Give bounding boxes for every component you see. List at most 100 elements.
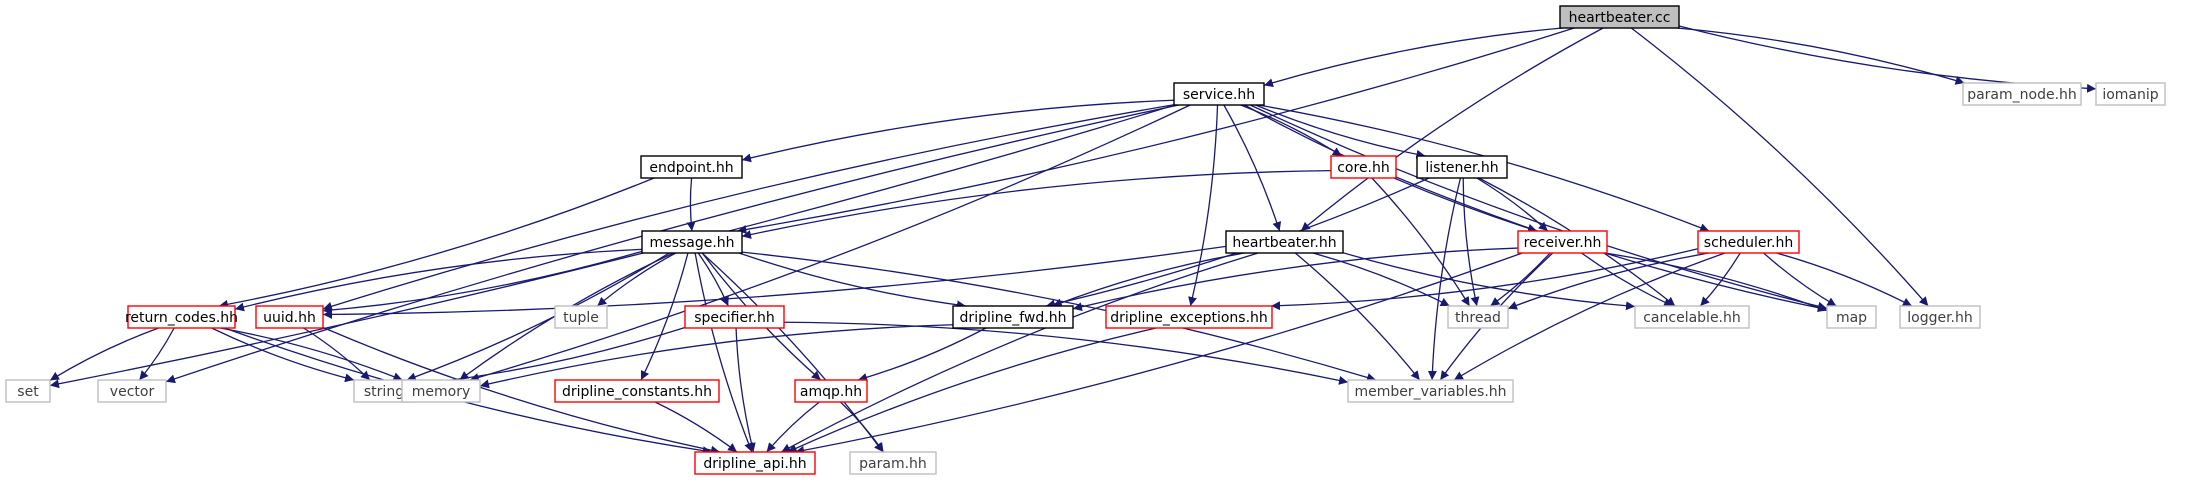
edge-message-to-dripline_constants bbox=[640, 252, 689, 381]
edge-line bbox=[49, 327, 159, 381]
node-box bbox=[1173, 82, 1265, 106]
edge-line bbox=[322, 326, 721, 455]
node-service[interactable]: service.hh bbox=[1173, 82, 1265, 106]
node-vector: vector bbox=[97, 379, 167, 403]
edge-core-to-message bbox=[741, 169, 1332, 239]
node-label: uuid.hh bbox=[263, 310, 316, 326]
edges-layer bbox=[49, 25, 2097, 456]
edge-line bbox=[234, 248, 643, 312]
node-box bbox=[1447, 305, 1509, 329]
node-label: logger.hh bbox=[1907, 310, 1973, 326]
edge-line bbox=[1490, 252, 1551, 307]
edge-heartbeater_hh-to-dripline_fwd bbox=[1052, 252, 1245, 307]
node-label: member_variables.hh bbox=[1354, 384, 1506, 400]
edge-line bbox=[322, 104, 1175, 311]
edge-line bbox=[737, 27, 1575, 234]
edge-return_codes-to-string bbox=[211, 327, 355, 383]
edge-dripline_exceptions-to-dripline_api bbox=[787, 327, 1157, 453]
edge-message-to-uuid bbox=[322, 250, 643, 315]
edge-line bbox=[795, 252, 1523, 455]
edge-message-to-string bbox=[406, 252, 670, 382]
edge-line bbox=[1072, 247, 1519, 312]
edge-line bbox=[857, 327, 987, 382]
edge-line bbox=[1188, 104, 1219, 307]
edge-listener-to-member_variables bbox=[1427, 177, 1462, 381]
node-uuid[interactable]: uuid.hh bbox=[255, 305, 324, 329]
edge-line bbox=[1462, 177, 1480, 307]
node-endpoint[interactable]: endpoint.hh bbox=[640, 155, 743, 179]
node-box bbox=[401, 379, 481, 403]
node-dripline-constants[interactable]: dripline_constants.hh bbox=[554, 379, 720, 403]
node-return-codes[interactable]: return_codes.hh bbox=[125, 305, 238, 329]
edge-service-to-endpoint bbox=[741, 99, 1175, 163]
node-box bbox=[554, 379, 720, 403]
node-message[interactable]: message.hh bbox=[641, 230, 743, 254]
edge-dripline_fwd-to-amqp bbox=[857, 327, 987, 382]
node-dripline-exceptions[interactable]: dripline_exceptions.hh bbox=[1105, 305, 1273, 329]
edge-line bbox=[1630, 27, 1929, 307]
node-param-node: param_node.hh bbox=[1962, 82, 2082, 106]
edge-line bbox=[1342, 252, 1636, 311]
node-box bbox=[694, 451, 816, 475]
node-core[interactable]: core.hh bbox=[1330, 155, 1397, 179]
node-label: tuple bbox=[563, 310, 599, 326]
edge-heartbeater_hh-to-thread bbox=[1312, 252, 1450, 307]
edge-specifier-to-dripline_api bbox=[735, 327, 756, 453]
edge-line bbox=[211, 327, 355, 383]
node-iomanip: iomanip bbox=[2095, 82, 2166, 106]
node-receiver[interactable]: receiver.hh bbox=[1517, 230, 1608, 254]
node-box bbox=[952, 305, 1074, 329]
edge-heartbeater_cc-to-heartbeater_hh bbox=[1300, 27, 1604, 232]
node-box bbox=[640, 155, 743, 179]
node-label: heartbeater.cc bbox=[1569, 10, 1671, 26]
edge-core-to-thread bbox=[1371, 177, 1471, 307]
edge-receiver-to-dripline_fwd bbox=[1072, 247, 1519, 312]
edge-line bbox=[322, 245, 1227, 319]
node-map: map bbox=[1826, 305, 1877, 329]
edge-line bbox=[738, 252, 967, 310]
node-box bbox=[1826, 305, 1877, 329]
edge-heartbeater_cc-to-service bbox=[1263, 27, 1563, 88]
node-label: vector bbox=[110, 384, 155, 400]
node-label: dripline_constants.hh bbox=[562, 384, 712, 400]
node-listener[interactable]: listener.hh bbox=[1416, 155, 1508, 179]
edge-line bbox=[741, 169, 1332, 239]
edge-heartbeater_hh-to-uuid bbox=[322, 245, 1227, 319]
node-box bbox=[554, 305, 608, 329]
edge-heartbeater_hh-to-dripline_api bbox=[781, 252, 1259, 453]
node-amqp[interactable]: amqp.hh bbox=[794, 379, 868, 403]
edge-scheduler-to-dripline_exceptions bbox=[1271, 248, 1699, 311]
edge-line bbox=[1427, 177, 1462, 381]
edge-line bbox=[783, 321, 1349, 385]
node-label: param_node.hh bbox=[1967, 87, 2077, 103]
edge-message-to-dripline_fwd bbox=[738, 252, 967, 310]
edge-scheduler-to-thread bbox=[1507, 252, 1709, 310]
edge-line bbox=[1300, 27, 1604, 232]
node-scheduler[interactable]: scheduler.hh bbox=[1697, 230, 1800, 254]
node-label: receiver.hh bbox=[1524, 235, 1602, 251]
node-box bbox=[5, 379, 51, 403]
node-box bbox=[1559, 5, 1680, 29]
node-heartbeater-hh[interactable]: heartbeater.hh bbox=[1225, 230, 1344, 254]
node-dripline-fwd[interactable]: dripline_fwd.hh bbox=[952, 305, 1074, 329]
node-string: string bbox=[353, 379, 415, 403]
edge-line bbox=[219, 327, 403, 381]
node-specifier[interactable]: specifier.hh bbox=[684, 305, 785, 329]
node-heartbeater-cc[interactable]: heartbeater.cc bbox=[1559, 5, 1680, 29]
edge-line bbox=[1581, 252, 1674, 307]
edge-heartbeater_hh-to-cancelable bbox=[1342, 252, 1636, 311]
node-label: dripline_exceptions.hh bbox=[1110, 310, 1268, 326]
edge-heartbeater_cc-to-param_node bbox=[1676, 27, 1965, 85]
node-label: map bbox=[1836, 310, 1867, 326]
edge-service-to-uuid bbox=[322, 104, 1175, 311]
edge-uuid-to-string bbox=[303, 327, 371, 381]
edge-heartbeater_hh-to-member_variables bbox=[1294, 252, 1421, 381]
edge-dripline_constants-to-dripline_api bbox=[654, 401, 738, 453]
node-box bbox=[794, 379, 868, 403]
node-box bbox=[97, 379, 167, 403]
edge-specifier-to-member_variables bbox=[783, 321, 1349, 385]
edge-line bbox=[469, 104, 1191, 382]
node-dripline-api[interactable]: dripline_api.hh bbox=[694, 451, 816, 475]
node-label: service.hh bbox=[1183, 87, 1255, 103]
